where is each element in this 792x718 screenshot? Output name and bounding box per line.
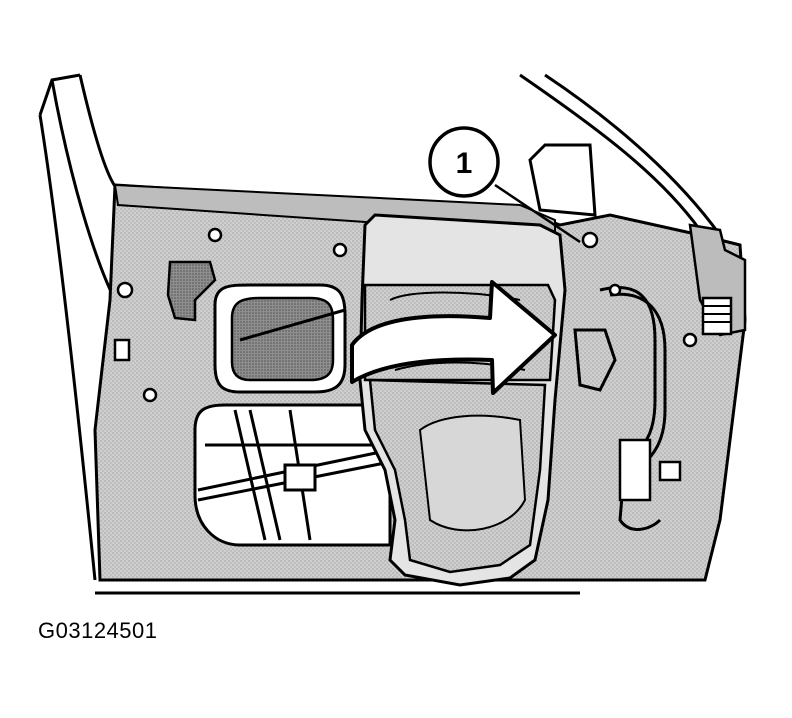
- callout-1: 1: [428, 126, 581, 244]
- liner-inner-pocket: [418, 414, 527, 532]
- door-frame: [38, 73, 722, 581]
- wire-connector: [618, 438, 652, 502]
- removal-direction-arrow: [350, 280, 557, 395]
- side-mirror: [528, 143, 597, 217]
- window-regulator: [197, 409, 391, 541]
- upper-window-cutout: [230, 296, 335, 382]
- figure-code: G03124501: [38, 618, 158, 643]
- left-panel-features: [113, 227, 348, 403]
- door-hinge: [701, 296, 733, 336]
- callout-1-label: 1: [456, 147, 473, 180]
- wire-clip: [658, 460, 682, 482]
